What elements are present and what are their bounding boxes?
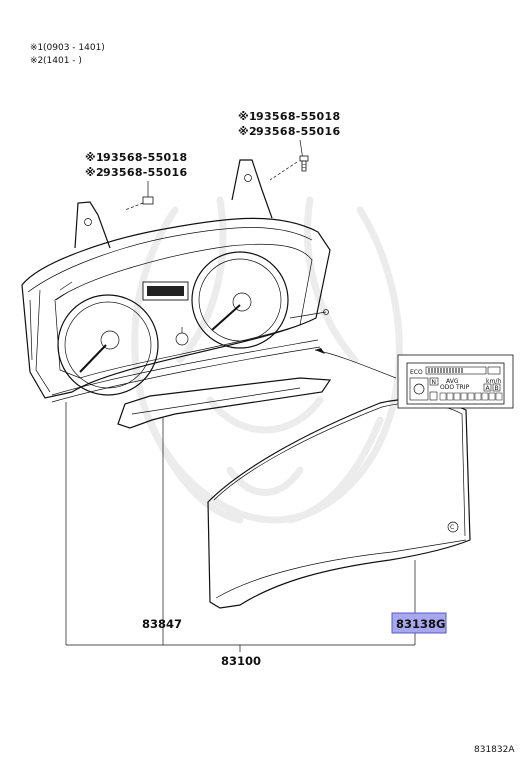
screw-left-line1-mark: ※1 — [85, 151, 104, 164]
screw-right-icon — [299, 155, 309, 172]
display-eco: ECO — [410, 369, 423, 376]
screw-right-line2-mark: ※2 — [238, 125, 257, 138]
screw-right-line1-mark: ※1 — [238, 110, 257, 123]
screw-left-line1-part[interactable]: 93568-55018 — [103, 151, 187, 164]
notes-block: ※1 (0903 - 1401) ※2 (1401 - ) — [30, 43, 105, 66]
screw-left-line2-mark: ※2 — [85, 166, 104, 179]
display-odo-trip: ODO TRIP — [440, 384, 470, 391]
screw-left-line2-part[interactable]: 93568-55016 — [103, 166, 187, 179]
screw-callout-right: ※1 93568-55018 ※2 93568-55016 — [238, 110, 340, 181]
svg-text:C: C — [450, 524, 454, 531]
note-1-range: (0903 - 1401) — [43, 43, 105, 53]
display-b: B — [495, 385, 499, 392]
diagram-id: 831832A — [474, 745, 515, 755]
part-label-83847[interactable]: 83847 — [142, 617, 182, 631]
part-label-83138g[interactable]: 83138G — [396, 617, 445, 631]
display-n: N — [432, 379, 437, 386]
display-a: A — [486, 385, 491, 392]
eco-bars — [428, 368, 463, 373]
display-avg: AVG — [446, 378, 459, 385]
screw-right-line1-part[interactable]: 93568-55018 — [256, 110, 340, 123]
leader-lines — [65, 402, 416, 652]
plate-83847-drawing — [117, 377, 332, 429]
display-kmh: km/h — [486, 378, 501, 385]
cluster-housing — [21, 159, 331, 403]
screw-left-icon — [124, 196, 154, 211]
screw-callout-left: ※1 93568-55018 ※2 93568-55016 — [85, 151, 187, 211]
note-1-mark: ※1 — [30, 43, 43, 53]
part-label-83138g-highlight[interactable]: 83138G — [391, 612, 447, 634]
note-2-range: (1401 - ) — [43, 56, 82, 66]
screw-right-line2-part[interactable]: 93568-55016 — [256, 125, 340, 138]
watermark-emblem — [131, 196, 403, 524]
display-inset: ECO N AVG ODO TRIP km/h A B — [314, 348, 514, 409]
note-2-mark: ※2 — [30, 56, 43, 66]
display-digits — [439, 392, 503, 401]
part-label-83100[interactable]: 83100 — [221, 654, 261, 668]
